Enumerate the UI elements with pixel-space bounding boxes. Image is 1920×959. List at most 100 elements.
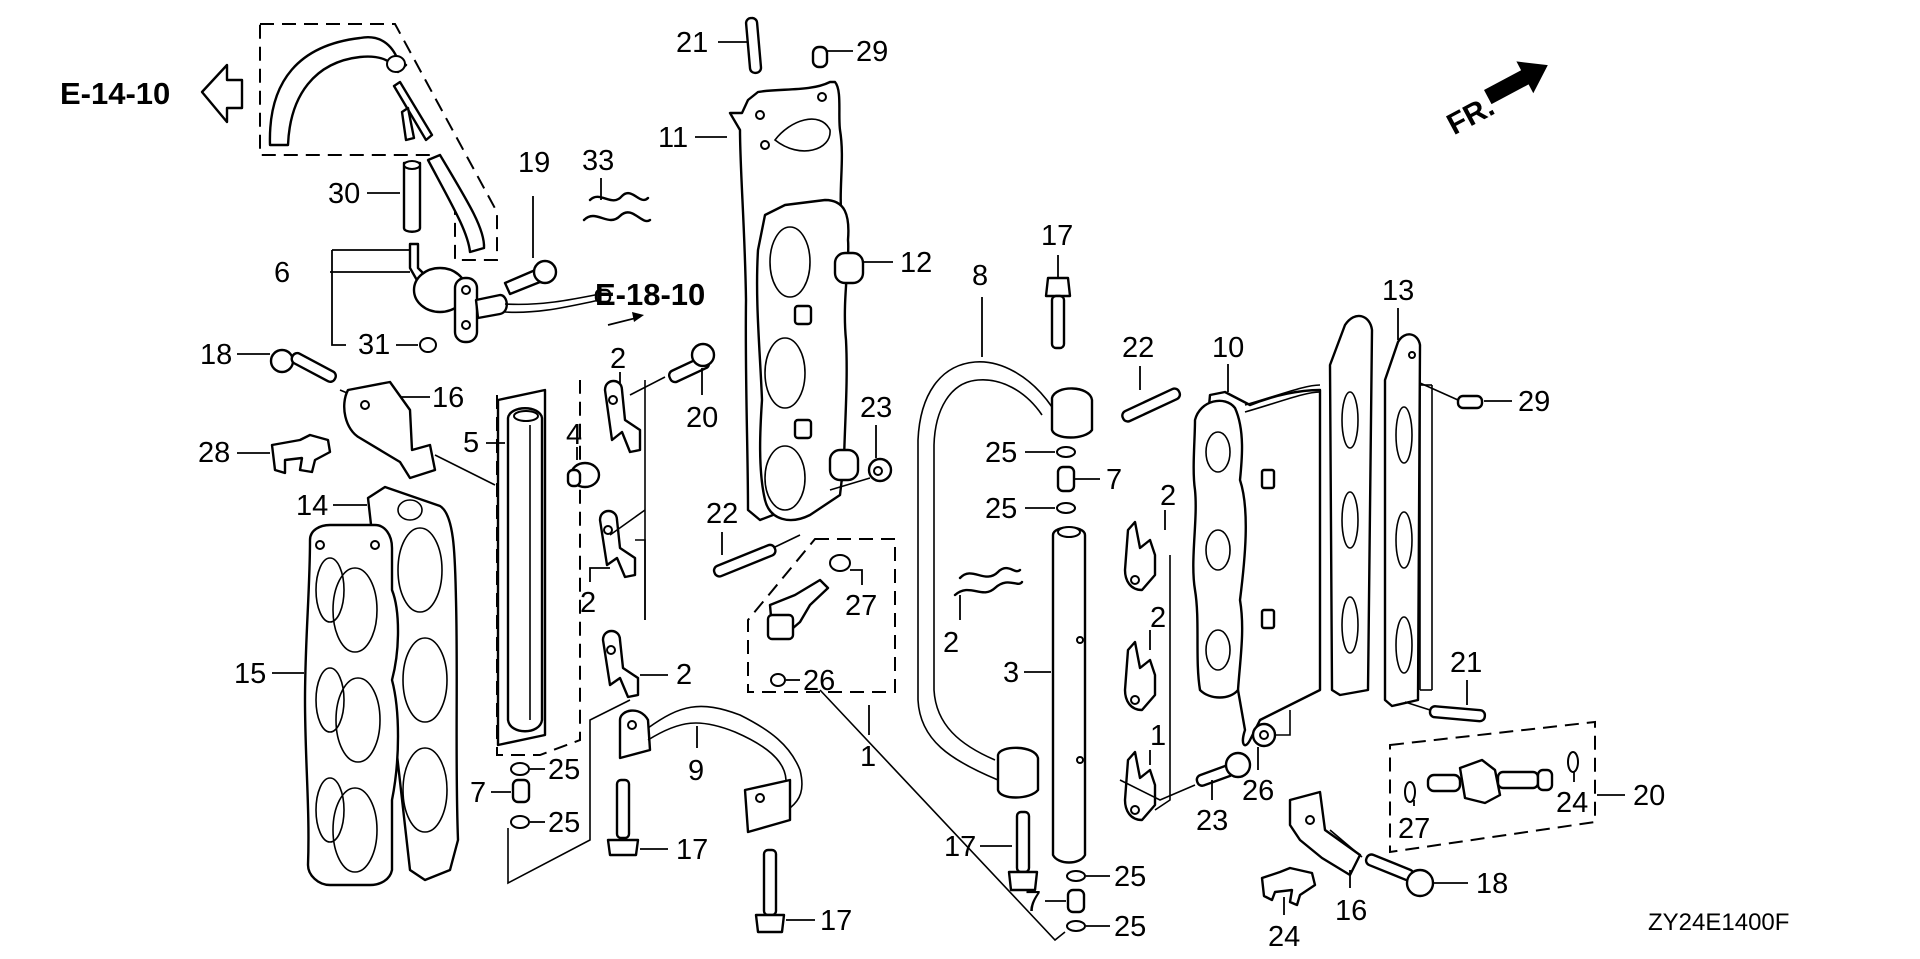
- reference-e-18-10-label[interactable]: E-18-10: [595, 277, 705, 312]
- callout-11[interactable]: 11: [658, 122, 688, 154]
- part-injector-left[interactable]: [766, 554, 851, 641]
- callout-17-top[interactable]: 17: [1041, 220, 1073, 252]
- part-joint-7-upper-right[interactable]: [1056, 465, 1076, 493]
- part-bolt-20-left[interactable]: [667, 342, 716, 384]
- callout-14[interactable]: 14: [296, 490, 328, 522]
- part-flange-bolt-18-left[interactable]: [269, 348, 338, 384]
- callout-17-a[interactable]: 17: [676, 834, 708, 866]
- callout-20-left[interactable]: 20: [686, 402, 718, 434]
- callout-12[interactable]: 12: [900, 247, 932, 279]
- part-clamp-28[interactable]: [270, 433, 332, 475]
- callout-32[interactable]: 2: [943, 627, 959, 659]
- callout-27-left[interactable]: 27: [845, 590, 877, 622]
- part-joint-7-lower-right[interactable]: [1066, 888, 1086, 914]
- callout-6[interactable]: 6: [274, 257, 290, 289]
- callout-15[interactable]: 15: [234, 658, 266, 690]
- part-fuel-pipe-3[interactable]: [1051, 526, 1087, 864]
- part-intake-manifold-15[interactable]: [303, 523, 400, 887]
- part-o-ring-25-f[interactable]: [1066, 920, 1086, 932]
- reference-e-18-10[interactable]: E-18-10: [595, 277, 705, 326]
- part-nut-23-left[interactable]: [867, 457, 893, 483]
- part-fuel-pipe-8[interactable]: [917, 361, 1094, 799]
- part-seal-ring-26-left[interactable]: [770, 673, 786, 687]
- part-o-ring-25-b[interactable]: [510, 815, 530, 829]
- callout-22-right[interactable]: 22: [1122, 332, 1154, 364]
- callout-4[interactable]: 4: [566, 419, 582, 451]
- callout-17-c[interactable]: 17: [944, 831, 976, 863]
- callout-8[interactable]: 8: [972, 260, 988, 292]
- part-gasket-13-inner[interactable]: [1328, 314, 1374, 697]
- part-bolt-17-top[interactable]: [1044, 276, 1072, 350]
- part-bolt-17-a[interactable]: [606, 778, 640, 857]
- callout-3[interactable]: 3: [1003, 657, 1019, 689]
- part-holder-2-b[interactable]: [598, 509, 637, 579]
- callout-23-left[interactable]: 23: [860, 392, 892, 424]
- part-o-ring-25-d[interactable]: [1056, 502, 1076, 514]
- callout-21-top[interactable]: 21: [676, 27, 708, 59]
- part-bolt-20-right[interactable]: [1195, 751, 1252, 787]
- callout-10[interactable]: 10: [1212, 332, 1244, 364]
- callout-13[interactable]: 13: [1382, 275, 1414, 307]
- part-hose-clip-33[interactable]: [582, 192, 652, 223]
- part-o-ring-25-c[interactable]: [1056, 446, 1076, 458]
- callout-16-right[interactable]: 16: [1335, 895, 1367, 927]
- callout-31[interactable]: 31: [358, 329, 390, 361]
- part-holder-2-e[interactable]: [1123, 640, 1157, 712]
- part-intake-manifold-10[interactable]: [1192, 384, 1322, 747]
- part-holder-2-d[interactable]: [1123, 520, 1157, 592]
- part-pressure-regulator-6[interactable]: [408, 242, 612, 344]
- part-holder-2-f[interactable]: [1123, 750, 1157, 822]
- callout-19[interactable]: 19: [518, 147, 550, 179]
- callout-30[interactable]: 30: [328, 178, 360, 210]
- part-o-ring-27-right[interactable]: [1567, 751, 1579, 773]
- callout-25-e[interactable]: 25: [1114, 861, 1146, 893]
- callout-26-left[interactable]: 26: [803, 665, 835, 697]
- part-holder-2-c[interactable]: [601, 629, 640, 699]
- callout-2-a[interactable]: 2: [610, 343, 626, 375]
- part-damper-4[interactable]: [566, 461, 601, 489]
- part-joint-7-left[interactable]: [511, 778, 531, 804]
- callout-25-d[interactable]: 25: [985, 493, 1017, 525]
- reference-e-14-10[interactable]: E-14-10: [60, 63, 244, 124]
- part-fuel-pipe-9[interactable]: [618, 705, 803, 834]
- part-stud-21-top[interactable]: [744, 16, 763, 75]
- part-tube-30[interactable]: [402, 160, 422, 233]
- callout-28[interactable]: 28: [198, 437, 230, 469]
- callout-22-left[interactable]: 22: [706, 498, 738, 530]
- callout-1-right-label[interactable]: 20: [1633, 780, 1665, 812]
- part-o-ring-25-e[interactable]: [1066, 870, 1086, 882]
- part-hose-clip-32[interactable]: [953, 566, 1024, 597]
- part-stay-16-left[interactable]: [343, 380, 437, 480]
- part-injector-right[interactable]: [1426, 758, 1554, 805]
- callout-27-right-label[interactable]: 24: [1556, 787, 1588, 819]
- callout-25-a[interactable]: 25: [548, 754, 580, 786]
- callout-18-left[interactable]: 18: [200, 339, 232, 371]
- part-stud-22-right[interactable]: [1121, 387, 1182, 423]
- callout-2-e[interactable]: 2: [1150, 602, 1166, 634]
- part-holder-2-a[interactable]: [603, 379, 642, 454]
- callout-1-left[interactable]: 1: [860, 741, 876, 773]
- part-stud-21-right[interactable]: [1428, 705, 1487, 723]
- part-bolt-17-b[interactable]: [754, 848, 786, 934]
- callout-7-lower-right[interactable]: 7: [1025, 886, 1041, 918]
- callout-25-b[interactable]: 25: [548, 807, 580, 839]
- callout-7-left[interactable]: 7: [470, 777, 486, 809]
- callout-25-c[interactable]: 25: [985, 437, 1017, 469]
- callout-2-b[interactable]: 2: [580, 587, 596, 619]
- callout-9[interactable]: 9: [688, 755, 704, 787]
- callout-5[interactable]: 5: [463, 427, 479, 459]
- part-gasket-13[interactable]: [1383, 333, 1422, 708]
- callout-20-right[interactable]: 23: [1196, 805, 1228, 837]
- part-o-ring-25-a[interactable]: [510, 762, 530, 776]
- part-flange-bolt-18-right[interactable]: [1364, 853, 1435, 898]
- part-seal-ring-26-right[interactable]: [1404, 781, 1416, 803]
- callout-2-d[interactable]: 2: [1160, 480, 1176, 512]
- callout-21-right[interactable]: 21: [1450, 647, 1482, 679]
- part-stud-22-left[interactable]: [712, 543, 777, 578]
- callout-7-upper-right[interactable]: 7: [1106, 464, 1122, 496]
- part-clamp-24[interactable]: [1260, 866, 1317, 907]
- part-dowel-29-top[interactable]: [811, 45, 829, 69]
- callout-2-c[interactable]: 2: [676, 659, 692, 691]
- part-intake-manifold-12[interactable]: [755, 198, 865, 522]
- callout-2-f[interactable]: 1: [1150, 720, 1166, 752]
